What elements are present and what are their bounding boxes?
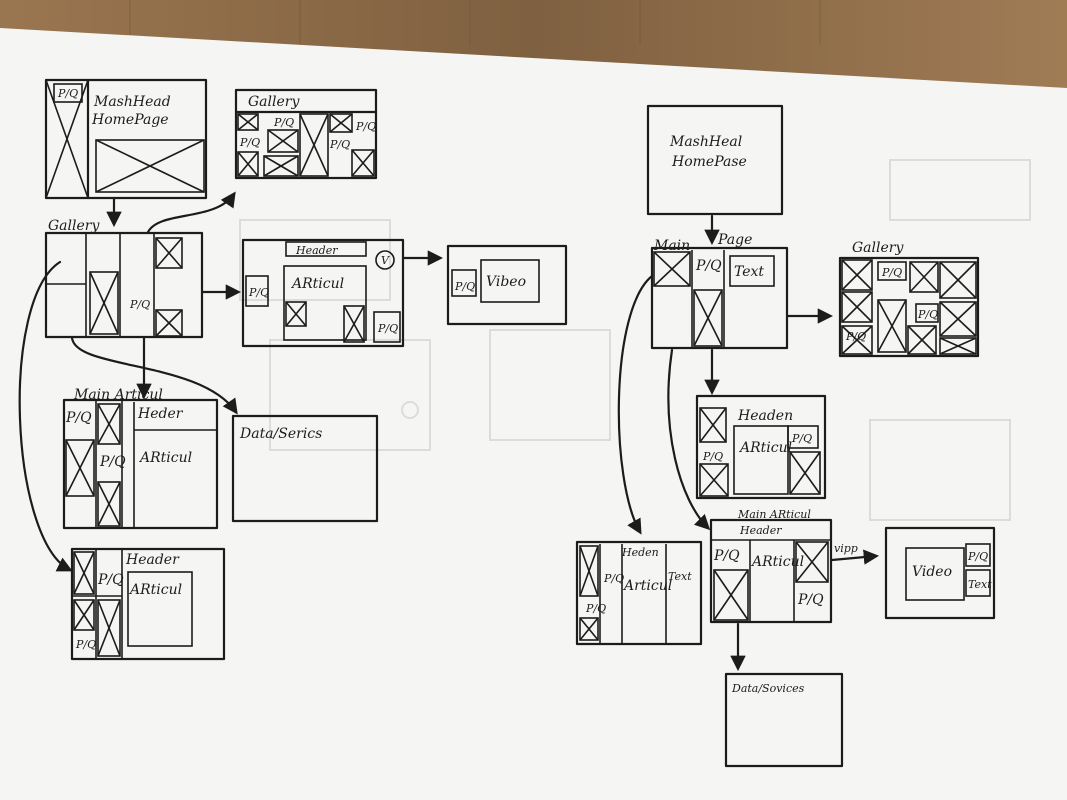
right-mid-header: Headen (737, 408, 793, 424)
left-gallery-top-box: Gallery P/Q P/Q P/Q P/Q (234, 88, 378, 180)
left-main-article-pq-2: P/Q (99, 454, 126, 470)
left-main-article-header: Heder (137, 406, 184, 422)
left-bottom-article-box: Header P/Q P/Q ARticul (70, 547, 226, 661)
right-video-arrow-label: vipp (834, 542, 858, 555)
left-main-article-text: ARticul (138, 450, 192, 466)
right-main-text: Text (734, 264, 764, 280)
right-main-article-title: Main ARticul (737, 508, 811, 521)
left-flow-arrows (18, 191, 444, 572)
right-main-article-header: Header (739, 524, 782, 537)
right-data-services-label: Data/Sovices (731, 682, 805, 695)
left-masthead-pq-label: P/Q (57, 87, 78, 100)
right-video-text: Text (968, 578, 992, 591)
right-main-article-text: ARticul (750, 554, 804, 570)
right-main-page-label-2: Page (717, 232, 752, 248)
right-gallery-label: Gallery (852, 240, 904, 256)
right-data-services-box: Data/Sovices (724, 672, 844, 768)
right-main-article-box: Main ARticul Header P/Q ARticul P/Q (709, 508, 833, 624)
left-gallery-top-label: Gallery (248, 94, 300, 110)
right-left-article-box: P/Q P/Q Heden Articul Text (575, 540, 703, 646)
left-bottom-pq-1: P/Q (97, 572, 124, 588)
right-video-pq: P/Q (967, 550, 988, 563)
left-main-article-box: Main Articul Heder P/Q P/Q ARticul (62, 387, 219, 530)
left-bottom-text: ARticul (128, 582, 182, 598)
right-main-page-box: Main Page P/Q Text (650, 232, 789, 350)
left-gallery-mid-pq: P/Q (129, 298, 150, 311)
left-main-article-pq-1: P/Q (65, 410, 92, 426)
left-video-label: Vibeo (486, 274, 526, 290)
right-main-article-pq-2: P/Q (797, 592, 824, 608)
right-mid-pq-1: P/Q (702, 450, 723, 463)
left-bottom-pq-2: P/Q (75, 638, 96, 651)
right-main-page-label-1: Main (653, 238, 690, 254)
right-gallery-pq-2: P/Q (917, 308, 938, 321)
left-article-header: Header (295, 244, 338, 257)
right-masthead-title-1: MashHeal (669, 134, 742, 150)
right-gallery-box: Gallery P/Q P/Q P/Q (838, 240, 980, 358)
right-left-pq-1: P/Q (603, 572, 624, 585)
right-video-box: Video P/Q Text (884, 526, 996, 620)
left-gallery-top-pq-1: P/Q (239, 136, 260, 149)
right-left-header: Heden (621, 546, 659, 559)
left-gallery-top-pq-2: P/Q (273, 116, 294, 129)
left-article-pq-1: P/Q (248, 286, 269, 299)
left-masthead-title-1: MashHead (93, 94, 171, 110)
right-flow-arrows: vipp (617, 214, 880, 672)
right-gallery-pq-1: P/Q (881, 266, 902, 279)
right-mid-pq-2: P/Q (791, 432, 812, 445)
right-main-article-pq-1: P/Q (713, 548, 740, 564)
left-article-pq-2: P/Q (377, 322, 398, 335)
left-masthead-title-2: HomePage (91, 112, 169, 128)
right-video-label: Video (912, 564, 952, 580)
left-gallery-top-pq-4: P/Q (355, 120, 376, 133)
left-data-services-label: Data/Serics (239, 426, 322, 442)
left-article-v: V (381, 254, 390, 267)
right-masthead-box: MashHeal HomePase (646, 104, 784, 216)
right-left-text-2: Text (668, 570, 692, 583)
left-video-pq: P/Q (454, 280, 475, 293)
left-gallery-top-pq-3: P/Q (329, 138, 350, 151)
right-left-pq-2: P/Q (585, 602, 606, 615)
right-gallery-pq-3: P/Q (845, 330, 866, 343)
right-mid-article-box: P/Q Headen ARticul P/Q (695, 394, 827, 500)
show-through-marks (239, 159, 1031, 521)
right-left-text: Articul (622, 578, 672, 594)
right-mid-text: ARticul (738, 440, 792, 456)
left-data-services-box: Data/Serics (231, 414, 379, 523)
left-article-text: ARticul (290, 276, 344, 292)
left-bottom-header: Header (125, 552, 180, 568)
left-video-box: P/Q Vibeo (446, 244, 568, 326)
right-masthead-title-2: HomePase (671, 154, 747, 170)
left-gallery-mid-label: Gallery (48, 218, 100, 234)
left-gallery-mid-box: Gallery P/Q (44, 218, 204, 339)
left-article-box: Header V P/Q ARticul P/Q (241, 238, 405, 348)
right-main-pq: P/Q (695, 258, 722, 274)
left-masthead-box: P/Q MashHead HomePage (44, 78, 208, 200)
